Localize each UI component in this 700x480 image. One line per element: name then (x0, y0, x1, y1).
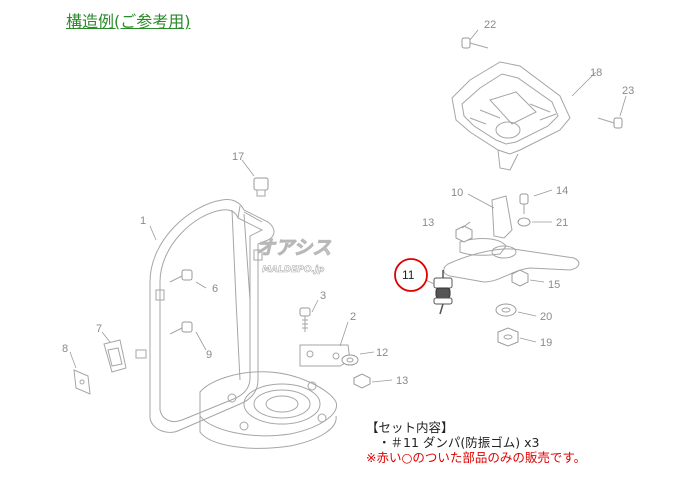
bolt-22 (461, 37, 489, 49)
bracket-part (299, 344, 351, 367)
callout-10: 10 (451, 187, 463, 199)
notes-sale-note: ※赤い○のついた部品のみの販売です。 (366, 450, 587, 465)
callout-11: 11 (402, 268, 415, 282)
watermark-site: MALDEPO.jp (262, 265, 325, 275)
bolt-14 (519, 193, 529, 214)
callout-2: 2 (350, 311, 356, 323)
washer-21 (517, 217, 531, 227)
damper-11 (433, 270, 453, 315)
frame-part (135, 199, 337, 449)
callout-labels: 1 2 3 6 7 8 9 10 11 12 13 13 14 15 17 18… (62, 19, 634, 387)
callout-21: 21 (556, 217, 568, 229)
callout-12: 12 (376, 347, 388, 359)
callout-1: 1 (140, 215, 146, 227)
callout-9: 9 (206, 349, 212, 361)
callout-6: 6 (212, 283, 218, 295)
washer-12 (341, 354, 359, 366)
callout-14: 14 (556, 185, 568, 197)
callout-22: 22 (484, 19, 496, 31)
mount-plate-18 (451, 61, 571, 171)
nut-19 (497, 327, 519, 347)
bolt-6 (169, 269, 193, 283)
watermark-brand: オアシス (256, 237, 331, 259)
set-contents-notes: 【セット内容】 ・＃11 ダンパ(防振ゴム) x3 ※赤い○のついた部品のみの販… (366, 420, 586, 465)
page-title: 構造例(ご参考用) (66, 12, 191, 31)
stand-10 (443, 195, 580, 283)
clip-7 (103, 339, 127, 373)
bolt-3 (299, 307, 311, 332)
highlight-circle (394, 258, 428, 292)
plate-8 (73, 369, 91, 395)
callout-3: 3 (320, 290, 326, 302)
nut-15 (511, 269, 529, 287)
watermark: オアシス MALDEPO.jp (256, 237, 332, 276)
callout-18: 18 (590, 67, 602, 79)
callout-13-upper: 13 (422, 217, 434, 229)
callout-8: 8 (62, 343, 68, 355)
bolt-23 (597, 117, 623, 129)
callout-20: 20 (540, 311, 552, 323)
notes-heading: 【セット内容】 (366, 420, 454, 435)
callout-19: 19 (540, 337, 552, 349)
callout-13-lower: 13 (396, 375, 408, 387)
nut-13-upper (455, 225, 473, 243)
callout-15: 15 (548, 279, 560, 291)
notes-item: ・＃11 ダンパ(防振ゴム) x3 (378, 435, 540, 450)
callout-7: 7 (96, 323, 102, 335)
bolt-9 (169, 321, 193, 335)
washer-20 (495, 303, 517, 317)
bolt-17 (253, 177, 269, 197)
nut-13-lower (353, 373, 371, 389)
leader-lines (69, 29, 627, 383)
callout-23: 23 (622, 85, 634, 97)
callout-17: 17 (232, 151, 244, 163)
